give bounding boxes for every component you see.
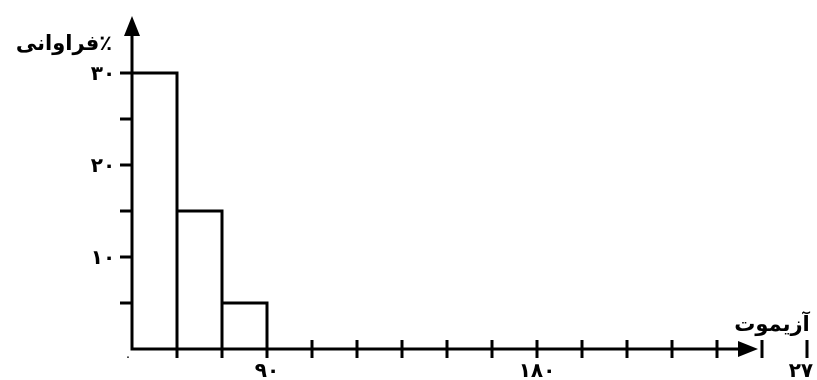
histogram-bar-1 (175, 209, 224, 351)
bars-layer (130, 71, 269, 351)
x-tick-label-135: ۱۸۰ (519, 358, 556, 380)
x-tick-label-45: ۹۰ (255, 358, 279, 380)
x-axis-arrowhead (738, 341, 758, 357)
labels-layer: آزیموت فراوانی٪ ۰۹۰۱۸۰۲۷۰۳۶۰۱۰۲۰۳۰ (16, 31, 817, 380)
y-tick-label-10: ۱۰ (91, 245, 115, 269)
ticks-layer (120, 71, 809, 358)
axes-layer (124, 16, 758, 357)
y-axis-title: فراوانی٪ (16, 31, 112, 55)
y-tick-label-20: ۲۰ (91, 153, 115, 177)
y-tick-label-30: ۳۰ (91, 61, 115, 85)
x-tick-label-0: ۰ (125, 350, 132, 365)
y-axis-arrowhead (124, 16, 140, 36)
x-tick-label-225: ۲۷۰ (789, 358, 817, 380)
histogram-bar-0 (130, 71, 179, 351)
histogram-bar-2 (220, 301, 269, 351)
x-axis-title: آزیموت (734, 311, 810, 336)
